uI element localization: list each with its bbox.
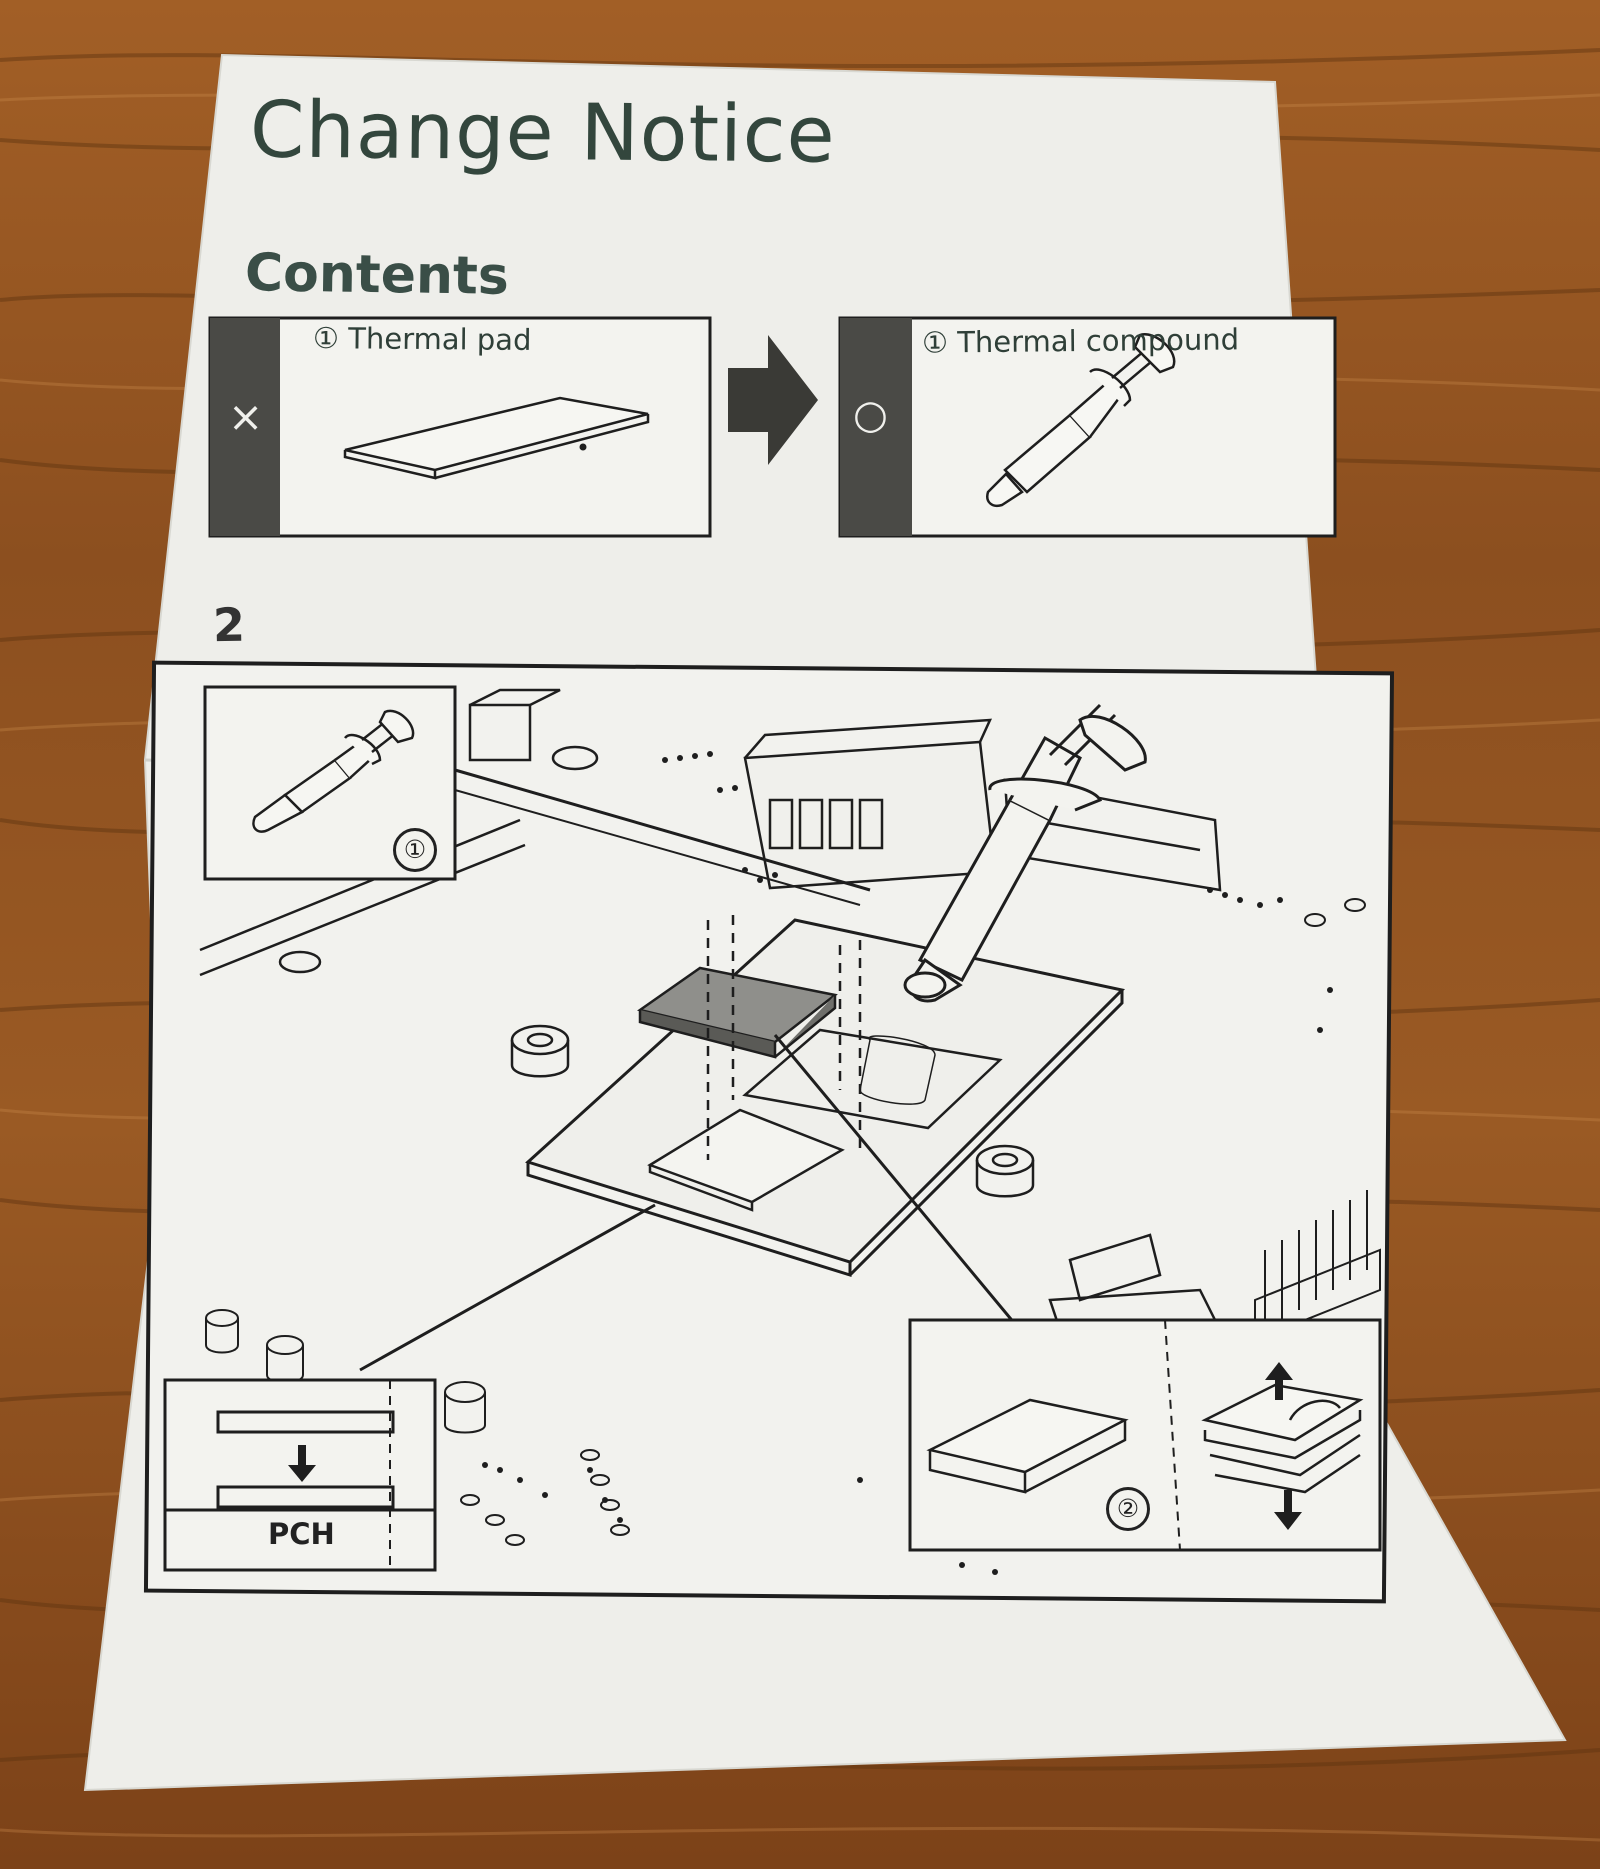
arrow-down-icon [288, 1445, 316, 1482]
pch-chip-label: PCH [268, 1517, 335, 1551]
syringe-inset [203, 685, 457, 881]
old-item-band [210, 318, 280, 536]
chip-die [647, 1108, 845, 1204]
callout-number-syringe: ① [393, 828, 437, 872]
syringe-illustration [903, 703, 1147, 1003]
thermal-pad-box [208, 316, 712, 538]
pch-inset [163, 1378, 437, 1572]
arrow-up-icon [1265, 1362, 1293, 1400]
new-item-status-mark: ○ [853, 392, 888, 438]
thermal-compound-box [838, 316, 1337, 538]
arrow-down-icon [1274, 1490, 1302, 1530]
callout-number-pad: ② [1106, 1487, 1150, 1531]
replacement-arrow-icon [728, 335, 818, 465]
step-number: 2 [212, 597, 246, 653]
old-item-status-mark: × [228, 392, 264, 441]
motherboard-illustration [199, 688, 1381, 1575]
page-title: Change Notice [249, 85, 837, 181]
new-item-band [840, 318, 912, 536]
old-item-label: ① Thermal pad [312, 321, 532, 357]
contents-heading: Contents [244, 243, 510, 307]
new-item-label: ① Thermal compound [921, 322, 1240, 360]
